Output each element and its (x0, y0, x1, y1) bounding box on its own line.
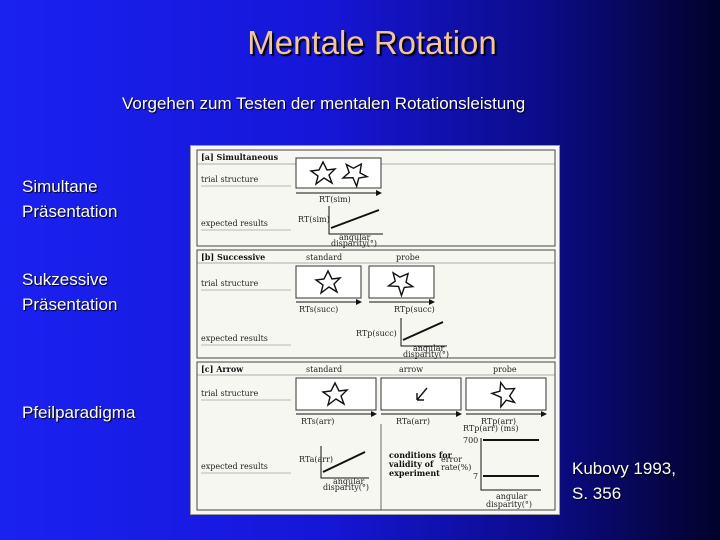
svg-text:RTs(arr): RTs(arr) (301, 417, 334, 426)
svg-text:RTp(succ): RTp(succ) (394, 305, 435, 314)
svg-text:standard: standard (306, 365, 342, 374)
expected-results-label: expected results (201, 219, 268, 228)
svg-text:700: 700 (463, 436, 478, 445)
svg-text:probe: probe (396, 253, 420, 262)
svg-text:trial structure: trial structure (201, 389, 258, 398)
svg-text:RTa(arr): RTa(arr) (299, 455, 333, 464)
svg-text:probe: probe (493, 365, 517, 374)
svg-text:disparity(°): disparity(°) (486, 500, 532, 509)
label-simultaneous: Simultane Präsentation (22, 174, 117, 224)
probe-box (369, 266, 434, 298)
arrow-cue-box (381, 378, 461, 410)
svg-text:standard: standard (306, 253, 342, 262)
svg-text:experiment: experiment (389, 468, 440, 478)
rt-sim-axis: RT(sim) (298, 215, 330, 224)
label-arrow-paradigm: Pfeilparadigma (22, 400, 135, 425)
slide-subtitle: Vorgehen zum Testen der mentalen Rotatio… (122, 94, 525, 114)
svg-text:RTs(succ): RTs(succ) (299, 305, 338, 314)
svg-text:RTp(arr) (ms): RTp(arr) (ms) (463, 424, 518, 433)
svg-text:expected results: expected results (201, 334, 268, 343)
svg-text:trial structure: trial structure (201, 279, 258, 288)
svg-text:disparity(°): disparity(°) (403, 350, 449, 359)
arrow-probe-box (466, 378, 546, 410)
figure-diagram: [a] Simultaneous trial structure RT(sim)… (191, 146, 559, 514)
mental-rotation-figure: [a] Simultaneous trial structure RT(sim)… (190, 145, 560, 515)
panel-b-title: [b] Successive (201, 252, 265, 262)
arrow-standard-box (296, 378, 376, 410)
trial-structure-label: trial structure (201, 175, 258, 184)
svg-text:expected results: expected results (201, 462, 268, 471)
panel-c-title: [c] Arrow (201, 364, 244, 374)
stimulus-box (296, 158, 381, 188)
svg-text:disparity(°): disparity(°) (331, 239, 377, 248)
label-successive: Sukzessive Präsentation (22, 267, 117, 317)
svg-text:arrow: arrow (399, 365, 423, 374)
svg-text:7: 7 (473, 472, 478, 481)
svg-text:RTa(arr): RTa(arr) (396, 417, 430, 426)
citation: Kubovy 1993, S. 356 (572, 456, 676, 506)
svg-text:rate(%): rate(%) (441, 463, 471, 472)
slide-title: Mentale Rotation (0, 24, 720, 62)
rt-sim-label: RT(sim) (319, 195, 351, 204)
panel-a-title: [a] Simultaneous (201, 152, 279, 162)
svg-text:RTp(succ): RTp(succ) (356, 329, 397, 338)
svg-text:disparity(°): disparity(°) (323, 483, 369, 492)
